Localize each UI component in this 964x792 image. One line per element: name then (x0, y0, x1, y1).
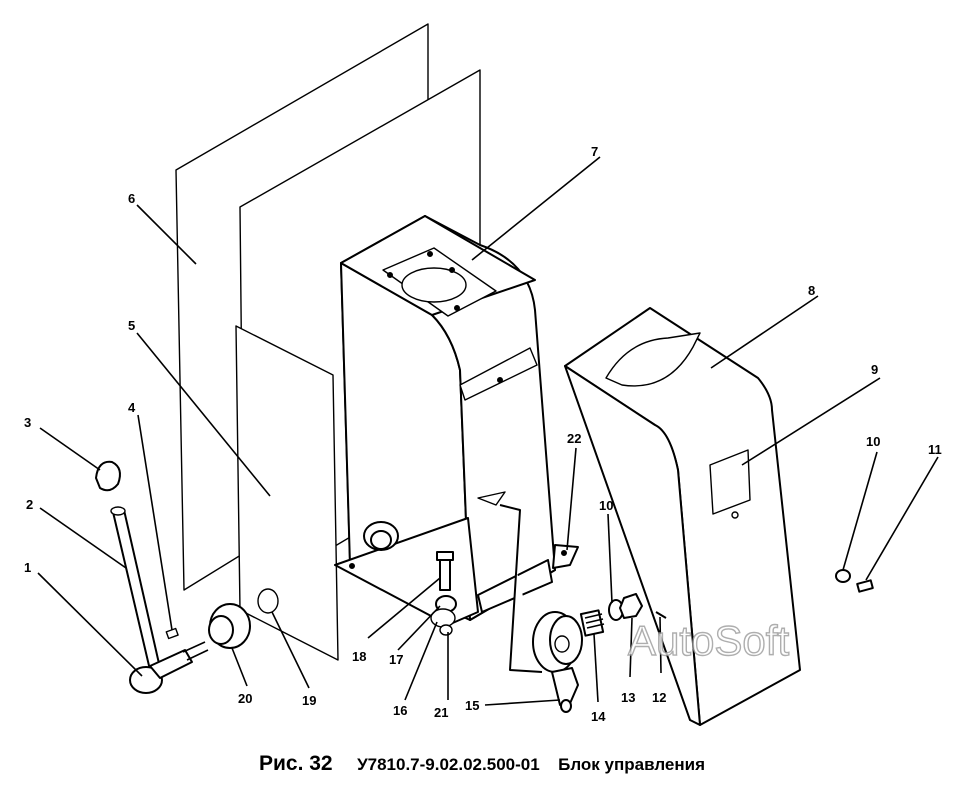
callout-1: 1 (24, 560, 31, 575)
part-1-lever-arm (129, 641, 209, 694)
document-code: У7810.7-9.02.02.500-01 (357, 755, 540, 774)
leader-lines (37, 156, 939, 706)
callout-4: 4 (128, 400, 136, 415)
callout-2: 2 (26, 497, 33, 512)
watermark: AutoSoft (628, 617, 789, 664)
document-title: Блок управления (558, 755, 705, 774)
callout-17: 17 (389, 652, 403, 667)
part-14-spring (579, 609, 605, 637)
callout-21: 21 (434, 705, 448, 720)
callout-6: 6 (128, 191, 135, 206)
part-19-hole (257, 588, 279, 614)
callout-20: 20 (238, 691, 252, 706)
figure-label: Рис. 32 (258, 752, 333, 775)
callout-7: 7 (591, 144, 598, 159)
part-21-nut (439, 624, 453, 636)
part-9-plate (709, 449, 751, 515)
callout-13: 13 (621, 690, 635, 705)
callout-16: 16 (393, 703, 407, 718)
callout-18: 18 (352, 649, 366, 664)
part-8-front-cover (564, 307, 801, 726)
part-11-screw (856, 579, 874, 593)
callout-10-left: 10 (599, 498, 613, 513)
callout-12: 12 (652, 690, 666, 705)
part-7-housing (334, 215, 579, 626)
callout-5: 5 (128, 318, 135, 333)
part-20-bushing (208, 603, 251, 649)
part-2-lever-rod (110, 506, 161, 671)
figure-caption: Рис. 32 У7810.7-9.02.02.500-01 Блок упра… (0, 752, 964, 776)
part-3-knob (95, 460, 121, 492)
callout-11: 11 (928, 442, 942, 457)
part-15-selector-disc (499, 504, 583, 713)
callout-labels: 1 2 3 4 5 6 7 8 9 10 11 12 13 14 15 16 1… (24, 144, 942, 724)
front-gasket-panel (235, 325, 339, 661)
part-12-pin (655, 611, 667, 619)
part-13-nut (619, 593, 643, 619)
callout-8: 8 (808, 283, 815, 298)
callout-3: 3 (24, 415, 31, 430)
callout-14: 14 (591, 709, 606, 724)
part-18-bolt (436, 551, 454, 591)
callout-19: 19 (302, 693, 316, 708)
part-4-pin (165, 627, 179, 640)
callout-15: 15 (465, 698, 479, 713)
callout-10-right: 10 (866, 434, 880, 449)
callout-9: 9 (871, 362, 878, 377)
part-10b-washer (835, 569, 851, 583)
callout-22: 22 (567, 431, 581, 446)
